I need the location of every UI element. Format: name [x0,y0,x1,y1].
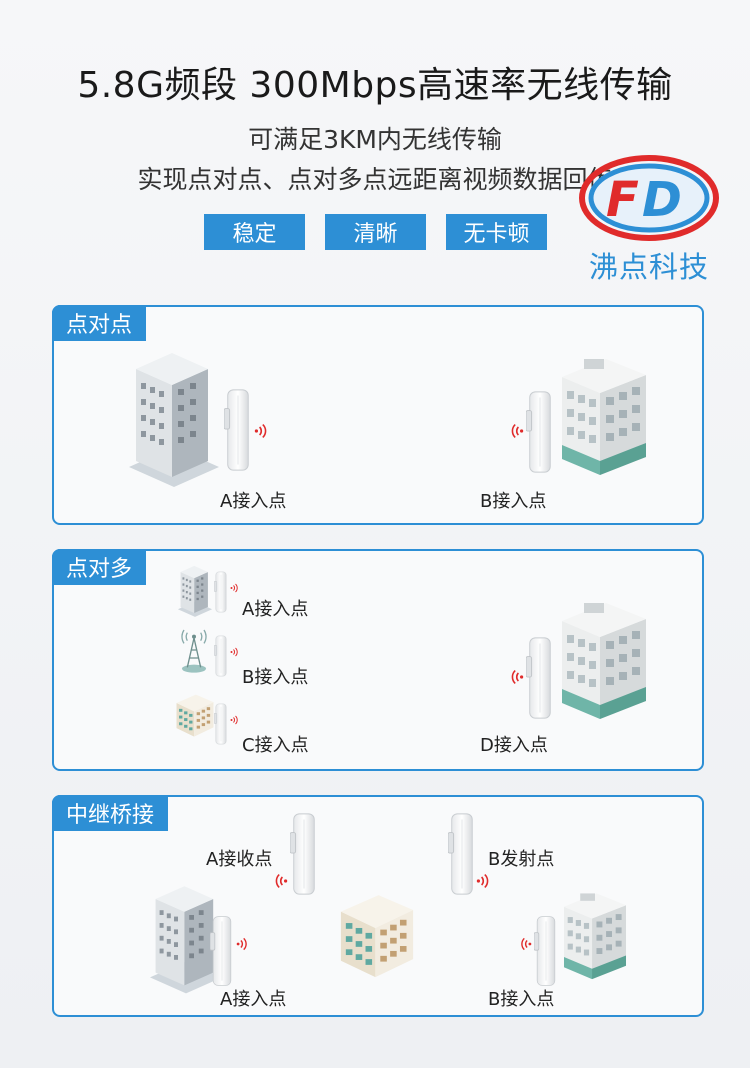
page-title: 5.8G频段 300Mbps高速率无线传输 [77,65,673,106]
signal-wave-b-icon [508,423,524,439]
cpe-device-a-icon [210,915,234,987]
label-d-access: D接入点 [480,735,548,756]
building-a-icon [124,349,224,489]
signal-wave-recv-icon [272,873,288,889]
panel-title-p2mp: 点对多 [52,549,147,585]
cpe-device-recv-icon [290,811,318,897]
label-a-receive: A接收点 [206,849,273,870]
signal-wave-b-icon [518,937,532,951]
cpe-device-send-icon [448,811,476,897]
signal-wave-d-icon [508,669,524,685]
panel-point-to-point: 点对点 A接入点 B接入点 [52,305,704,525]
radio-tower-icon [174,627,214,677]
svg-text:F: F [606,172,639,228]
cpe-device-d-icon [526,635,554,721]
signal-wave-a-icon [230,583,240,593]
building-b-icon [558,889,632,985]
panel-relay-bridge: 中继桥接 A接收点 B发射点 A接入点 B接入点 [52,795,704,1017]
building-b-icon [554,353,654,483]
building-c-icon [174,691,216,741]
cpe-device-b-icon [526,389,554,475]
label-b-access: B接入点 [488,989,555,1010]
tag-no-lag: 无卡顿 [446,214,547,250]
feature-tags: 稳定 清晰 无卡顿 [204,214,547,250]
label-a-access: A接入点 [242,599,309,620]
subtitle-purpose: 实现点对点、点对多点远距离视频数据回传 [137,165,613,194]
brand-name: 沸点科技 [588,250,709,284]
cpe-device-a-icon [214,569,228,615]
panel-point-to-multipoint: 点对多 A接入点 B接入点 C接入点 D接入点 [52,549,704,771]
signal-wave-a-icon [254,423,270,439]
panel-title-relay: 中继桥接 [52,795,169,831]
label-b-access: B接入点 [480,491,547,512]
panel-title-p2p: 点对点 [52,305,147,341]
building-a-small-icon [176,563,214,619]
signal-wave-a-icon [236,937,250,951]
label-c-access: C接入点 [242,735,309,756]
cpe-device-b-icon [534,915,558,987]
relay-building-icon [336,887,418,987]
building-d-icon [554,597,654,727]
cpe-device-c-icon [214,701,228,747]
signal-wave-b-icon [230,647,240,657]
label-b-access: B接入点 [242,667,309,688]
cpe-device-b-icon [214,633,228,679]
label-a-access: A接入点 [220,989,287,1010]
tag-stable: 稳定 [204,214,305,250]
brand-logo-icon: F D [579,155,719,241]
subtitle-range: 可满足3KM内无线传输 [248,125,502,154]
cpe-device-a-icon [224,387,252,473]
signal-wave-send-icon [476,873,492,889]
label-b-send: B发射点 [488,849,555,870]
svg-text:D: D [642,172,682,228]
signal-wave-c-icon [230,715,240,725]
tag-clear: 清晰 [325,214,426,250]
label-a-access: A接入点 [220,491,287,512]
